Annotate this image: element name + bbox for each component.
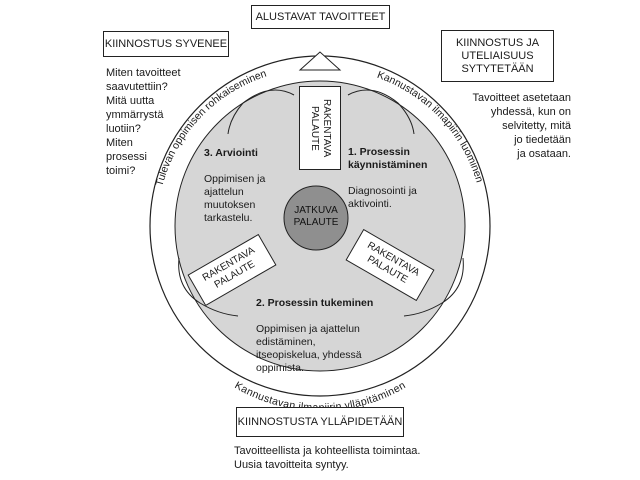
step-3-title: 3. Arviointi (204, 147, 258, 159)
step-3-body: Oppimisen ja ajattelun muutoksen tarkast… (204, 173, 266, 224)
cycle-arrow-bottom-left (178, 257, 239, 317)
note-right: Tavoitteet asetetaan yhdessä, kun on sel… (472, 92, 571, 160)
step-1-body: Diagnosointi ja aktivointi. (348, 185, 417, 210)
step-2-body: Oppimisen ja ajattelun edistäminen, itse… (256, 323, 362, 374)
box-interest-sparked: KIINNOSTUS JA UTELIAISUUS SYTYTETÄÄN (441, 30, 554, 82)
step-2: 2. Prosessin tukeminen Oppimisen ja ajat… (256, 284, 396, 375)
step-1: 1. Prosessin käynnistäminen Diagnosointi… (348, 133, 448, 211)
step-2-title: 2. Prosessin tukeminen (256, 297, 374, 309)
box-interest-maintained: KIINNOSTUSTA YLLÄPIDETÄÄN (236, 407, 404, 437)
note-left: Miten tavoitteet saavutettiin? Mitä uutt… (106, 67, 181, 177)
feedback-box-top: RAKENTAVA PALAUTE (299, 86, 341, 170)
cycle-arrow-bottom-right (403, 257, 464, 317)
center-circle (283, 185, 349, 251)
cycle-arrow-top-left (227, 89, 295, 135)
box-initial-goals: ALUSTAVAT TAVOITTEET (251, 5, 390, 29)
step-1-title: 1. Prosessin käynnistäminen (348, 146, 428, 171)
start-arrow (298, 51, 342, 71)
cycle-arrow-top-right (347, 89, 415, 135)
note-bottom: Tavoitteellista ja kohteellista toiminta… (234, 445, 421, 471)
step-3: 3. Arviointi Oppimisen ja ajattelun muut… (204, 134, 286, 225)
box-interest-deepens: KIINNOSTUS SYVENEE (103, 31, 229, 57)
center-label: JATKUVA PALAUTE (293, 205, 339, 228)
